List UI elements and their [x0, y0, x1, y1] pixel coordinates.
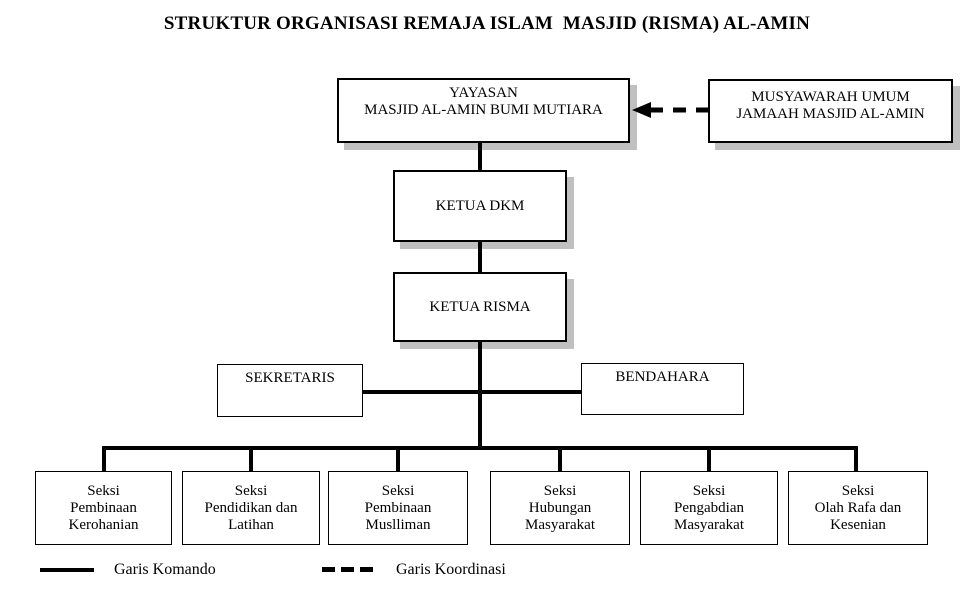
connector-risma-trunk [478, 342, 482, 450]
node-ketua-risma: KETUA RISMA [393, 272, 567, 342]
node-seksi-hubungan-masyarakat: Seksi Hubungan Masyarakat [490, 471, 630, 545]
connector-dkm-risma [478, 242, 482, 272]
node-bendahara-label: BENDAHARA [615, 369, 710, 385]
node-ketua-dkm: KETUA DKM [393, 170, 567, 242]
connector-drop-seksi-6 [854, 446, 858, 471]
legend-solid-line-sample [40, 568, 94, 572]
node-seksi-pendidikan-latihan: Seksi Pendidikan dan Latihan [182, 471, 320, 545]
node-seksi-olahraga-kesenian: Seksi Olah Rafa dan Kesenian [788, 471, 928, 545]
seksi-line: Seksi [87, 482, 120, 499]
node-yayasan-line2: MASJID AL-AMIN BUMI MUTIARA [364, 102, 603, 118]
node-musyawarah-umum: MUSYAWARAH UMUM JAMAAH MASJID AL-AMIN [708, 79, 953, 143]
legend-komando-label: Garis Komando [114, 561, 216, 578]
legend-dash [360, 567, 373, 572]
node-sekretaris: SEKRETARIS [217, 364, 363, 417]
node-seksi-pembinaan-kerohanian: Seksi Pembinaan Kerohanian [35, 471, 172, 545]
seksi-line: Pembinaan [70, 499, 137, 516]
seksi-line: Seksi [381, 482, 415, 499]
seksi-line: Pembinaan [364, 499, 432, 516]
node-seksi-pengabdian-masyarakat: Seksi Pengabdian Masyarakat [640, 471, 778, 545]
chart-title: STRUKTUR ORGANISASI REMAJA ISLAM MASJID … [163, 13, 811, 34]
node-ketua-dkm-label: KETUA DKM [435, 197, 525, 214]
seksi-line: Kesenian [830, 516, 886, 533]
seksi-line: Latihan [228, 516, 274, 533]
legend-dashed-line-sample [322, 567, 373, 572]
node-yayasan: YAYASAN MASJID AL-AMIN BUMI MUTIARA [337, 78, 630, 143]
seksi-line: Kerohanian [68, 516, 139, 533]
node-bendahara: BENDAHARA [581, 363, 744, 415]
node-sekretaris-label: SEKRETARIS [245, 370, 335, 386]
connector-drop-seksi-2 [249, 446, 253, 471]
legend-dash [341, 567, 354, 572]
connector-yayasan-dkm [478, 143, 482, 170]
node-seksi-pembinaan-muslliman: Seksi Pembinaan Muslliman [328, 471, 468, 545]
node-musyawarah-line1: MUSYAWARAH UMUM [751, 89, 910, 105]
seksi-line: Seksi [692, 482, 726, 499]
connector-drop-seksi-4 [558, 446, 562, 471]
connector-distribution-line [102, 446, 858, 450]
node-musyawarah-line2: JAMAAH MASJID AL-AMIN [736, 106, 925, 122]
seksi-line: Seksi [841, 482, 875, 499]
node-yayasan-line1: YAYASAN [449, 85, 518, 101]
seksi-line: Hubungan [528, 499, 592, 516]
coordination-arrow-icon [632, 102, 710, 118]
legend-dash [322, 567, 335, 572]
seksi-line: Masyarakat [674, 516, 744, 533]
legend-koordinasi-label: Garis Koordinasi [396, 561, 506, 578]
seksi-line: Seksi [234, 482, 268, 499]
connector-drop-seksi-5 [707, 446, 711, 471]
seksi-line: Olah Rafa dan [814, 499, 902, 516]
seksi-line: Pengabdian [674, 499, 744, 516]
node-ketua-risma-label: KETUA RISMA [429, 298, 531, 315]
connector-sekretaris-bendahara [363, 390, 581, 394]
seksi-line: Seksi [543, 482, 577, 499]
connector-drop-seksi-1 [102, 446, 106, 471]
seksi-line: Pendidikan dan [204, 499, 298, 516]
seksi-line: Muslliman [365, 516, 431, 533]
seksi-line: Masyarakat [525, 516, 595, 533]
connector-drop-seksi-3 [396, 446, 400, 471]
